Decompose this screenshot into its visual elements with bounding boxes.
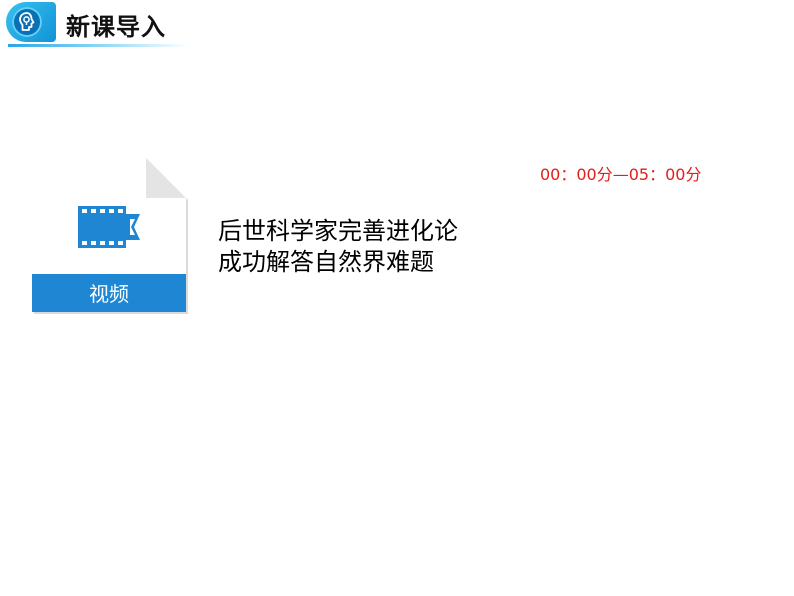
caption-line-2: 成功解答自然界难题 [218,248,434,276]
file-corner-fold [146,158,186,198]
video-file-icon[interactable]: 视频 [32,158,188,314]
video-caption: 后世科学家完善进化论 成功解答自然界难题 [218,216,458,278]
video-label: 视频 [89,282,129,306]
file-label-bar [32,274,186,312]
caption-line-1: 后世科学家完善进化论 [218,217,458,245]
time-range: 00：00分—05：00分 [540,165,702,184]
section-header: 新课导入 [0,0,200,48]
page-title: 新课导入 [66,13,166,41]
lightbulb-head-icon [12,7,42,37]
film-strip-icon [78,206,140,248]
header-underline [8,44,188,47]
header-badge [6,2,56,42]
